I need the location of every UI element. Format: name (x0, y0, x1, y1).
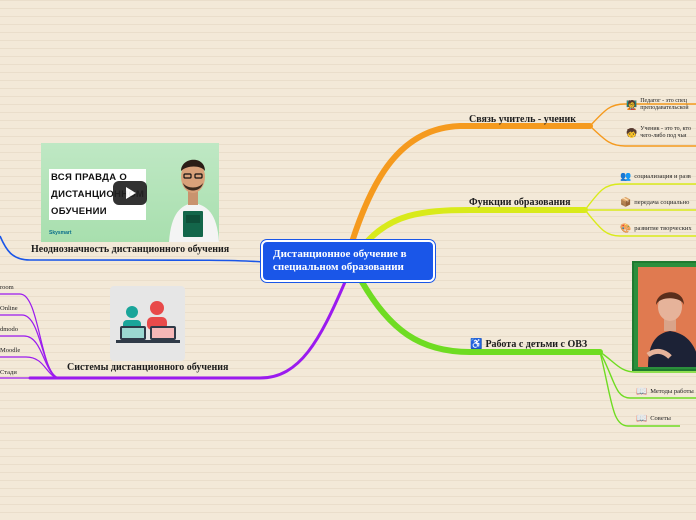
branch-ovz[interactable]: ♿ Работа с детьми с ОВЗ (470, 339, 587, 350)
sign-language-video-thumbnail[interactable] (632, 261, 696, 371)
book-icon: 📖 (636, 413, 648, 423)
connector-functions (362, 207, 588, 247)
connector-student-item-2 (589, 125, 696, 147)
central-topic-title: Дистанционное обучение в специальном обр… (273, 248, 407, 273)
ovz-item-text-2: Советы (650, 415, 671, 422)
branch-ovz-label: Работа с детьми с ОВЗ (485, 339, 588, 350)
student-item-text: Ученик - это то, кто чего-либо под чьи (640, 126, 692, 139)
ovz-item-tips[interactable]: 📖 Советы (636, 414, 671, 423)
wheelchair-icon: ♿ (470, 339, 483, 350)
systems-item-text-2: Online (0, 305, 18, 312)
systems-item-edmodo[interactable]: dmodo (0, 326, 18, 333)
systems-item-text-5: Стади (0, 369, 17, 376)
connector-teacher-student (349, 123, 593, 245)
box-icon: 📦 (620, 197, 632, 207)
branch-systems[interactable]: Системы дистанционного обучения (67, 362, 229, 373)
functions-item-socialization[interactable]: 👥 социализация и разв (620, 172, 691, 181)
connector-ovz (359, 279, 603, 355)
systems-item-moodle[interactable]: Moodle (0, 347, 20, 354)
teacher-icon: 🧑‍🏫 (626, 99, 638, 110)
student-icon: 🧒 (626, 127, 638, 138)
ovz-item-text-1: Методы работы (650, 388, 694, 395)
online-classroom-image (110, 286, 185, 361)
teacher-item-text: Педагог - это спец преподавательской (640, 98, 689, 111)
functions-item-text-3: развитие творческих (634, 225, 692, 232)
play-button-icon[interactable] (113, 181, 147, 205)
online-classroom-icon (116, 301, 180, 343)
ovz-item-methods[interactable]: 📖 Методы работы (636, 387, 694, 396)
systems-item-text-4: Moodle (0, 347, 21, 354)
systems-item-text-1: room (0, 284, 14, 291)
teacher-item[interactable]: 🧑‍🏫 Педагог - это спец преподавательской (626, 98, 696, 112)
connector-functions-item-3 (584, 209, 696, 237)
video-title-line-3: ОБУЧЕНИИ (49, 203, 147, 220)
branch-functions[interactable]: Функции образования (469, 197, 571, 208)
presenter-illustration (169, 159, 219, 242)
central-topic[interactable]: Дистанционное обучение в специальном обр… (261, 240, 435, 282)
branch-ambiguity[interactable]: Неоднозначность дистанционного обучения (31, 244, 230, 255)
functions-item-transfer[interactable]: 📦 передача социально (620, 198, 689, 207)
connector-functions-item-1 (584, 183, 696, 211)
video-logo: Skysmart (49, 230, 72, 236)
systems-item-stadi[interactable]: Стади (0, 369, 17, 376)
connector-teacher-item-1 (589, 103, 696, 127)
systems-item-classroom[interactable]: room (0, 284, 14, 291)
branch-teacher-student[interactable]: Связь учитель - ученик (469, 114, 577, 125)
video-thumbnail[interactable]: ВСЯ ПРАВДА О ДИСТАНЦИОННОМ ОБУЧЕНИИ Skys… (41, 143, 219, 242)
connector-ambiguity (0, 235, 264, 263)
book-icon: 📖 (636, 386, 648, 396)
palette-icon: 🎨 (620, 223, 632, 233)
systems-item-text-3: dmodo (0, 326, 19, 333)
connector-systems-item-4 (0, 356, 61, 379)
connector-ovz-media (599, 351, 696, 373)
connector-ovz-item-1 (599, 351, 696, 399)
video-title: ВСЯ ПРАВДА О ДИСТАНЦИОННОМ ОБУЧЕНИИ (49, 169, 147, 220)
connector-ovz-item-2 (599, 351, 680, 427)
functions-item-text-1: социализация и разв (634, 173, 691, 180)
student-item[interactable]: 🧒 Ученик - это то, кто чего-либо под чьи (626, 126, 696, 140)
functions-item-text-2: передача социально (634, 199, 690, 206)
connector-systems (28, 280, 347, 380)
people-icon: 👥 (620, 171, 632, 181)
systems-item-online[interactable]: Online (0, 305, 18, 312)
functions-item-creativity[interactable]: 🎨 развитие творческих (620, 224, 692, 233)
signer-illustration (638, 267, 696, 367)
